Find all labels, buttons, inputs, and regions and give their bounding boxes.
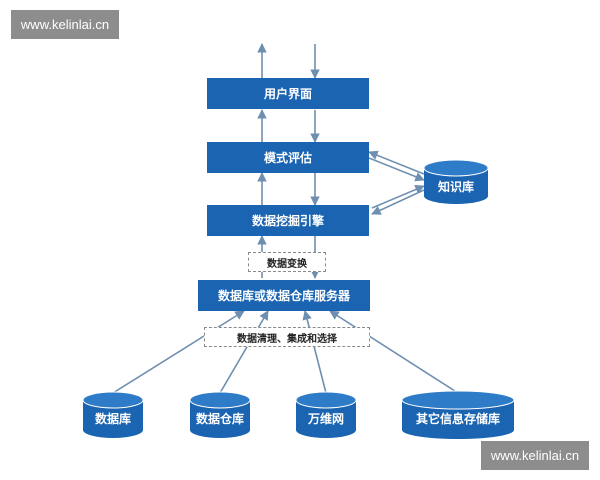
- label-data-cleaning: 数据清理、集成和选择: [204, 327, 370, 347]
- layer-mining-engine: 数据挖掘引擎: [207, 205, 369, 236]
- knowledge-base-cylinder: [423, 159, 489, 204]
- arrow-src-db: [112, 310, 245, 394]
- watermark-bottom: www.kelinlai.cn: [481, 441, 589, 470]
- arrow-engine-to-kb: [371, 184, 425, 209]
- arrow-src-dw: [219, 310, 269, 394]
- label-data-transformation: 数据变换: [248, 252, 326, 272]
- arrow-pattern-to-kb: [368, 157, 425, 182]
- layer-pattern-evaluation: 模式评估: [207, 142, 369, 173]
- source-cylinder-web: [295, 391, 357, 438]
- arrow-src-other: [329, 310, 459, 394]
- source-label-web: 万维网: [307, 411, 344, 426]
- layer-user-interface: 用户界面: [207, 78, 369, 109]
- arrow-src-web: [302, 310, 327, 394]
- source-label-db: 数据库: [94, 411, 131, 426]
- watermark-top: www.kelinlai.cn: [11, 10, 119, 39]
- knowledge-base-label: 知识库: [437, 179, 474, 194]
- source-cylinder-db: [82, 391, 144, 438]
- arrow-kb-to-engine: [371, 189, 425, 215]
- layer-db-server: 数据库或数据仓库服务器: [198, 280, 370, 311]
- source-cylinder-other: [401, 390, 515, 439]
- source-label-other: 其它信息存储库: [415, 411, 500, 426]
- arrow-kb-to-pattern: [368, 150, 425, 175]
- source-cylinder-dw: [189, 391, 251, 438]
- source-label-dw: 数据仓库: [195, 411, 244, 426]
